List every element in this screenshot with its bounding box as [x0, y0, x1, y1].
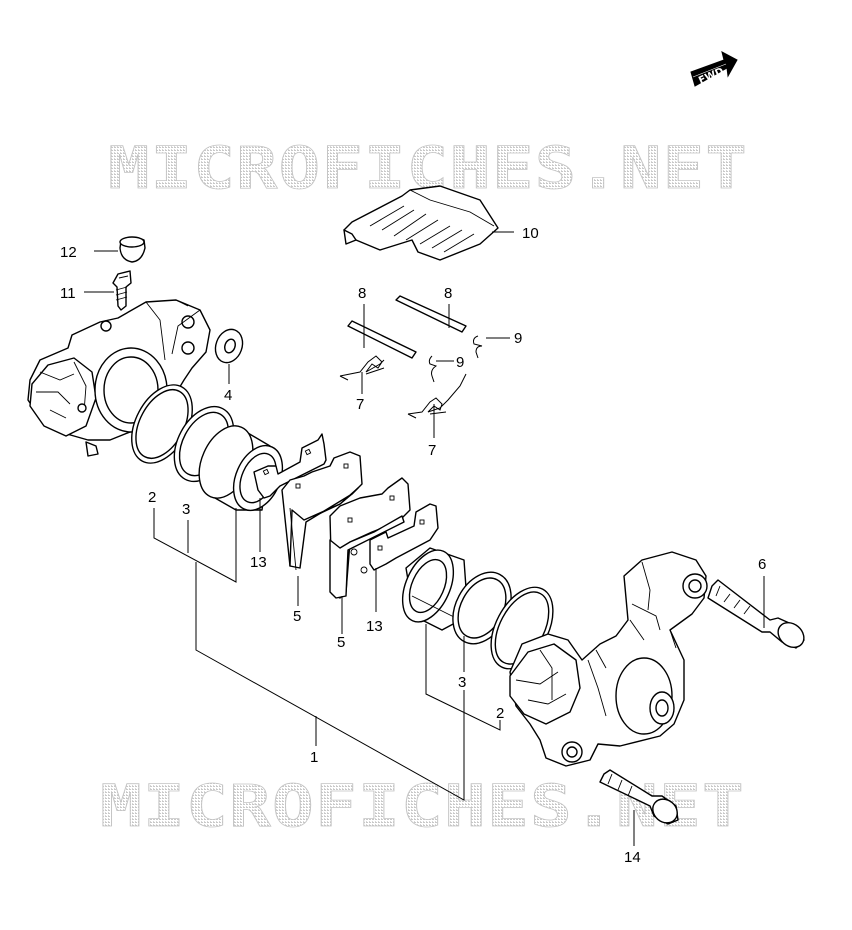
caliper-half-left [27, 299, 211, 457]
callout-12: 12 [60, 244, 77, 261]
callout-2-right: 2 [496, 705, 504, 722]
callout-labels: 12 11 4 8 8 9 9 7 7 10 2 3 13 5 5 13 3 2… [60, 225, 766, 866]
callout-4: 4 [224, 387, 232, 404]
bleeder-cap-part [119, 236, 146, 263]
pad-pin-upper-part [395, 295, 467, 333]
callout-8-right: 8 [444, 285, 452, 302]
callout-3-right: 3 [458, 674, 466, 691]
callout-2-left: 2 [148, 489, 156, 506]
pin-clip-upper-part [473, 335, 483, 359]
caliper-half-right [509, 551, 708, 767]
leader-lines [84, 231, 765, 846]
callout-10: 10 [522, 225, 539, 242]
pad-spring-right-part [407, 373, 467, 419]
callout-13-left: 13 [250, 554, 267, 571]
watermark-bottom: MICROFICHES.NET [100, 772, 745, 840]
bleeder-valve-part [112, 270, 132, 311]
callout-5-right: 5 [337, 634, 345, 651]
pad-shim-left-part [253, 433, 327, 499]
callout-11: 11 [60, 285, 76, 302]
watermark-top: MICROFICHES.NET [108, 134, 748, 202]
callout-14: 14 [624, 849, 641, 866]
forward-arrow-icon: FWD [690, 51, 738, 87]
callout-5-left: 5 [293, 608, 301, 625]
pad-cover-part [343, 185, 499, 261]
callout-13-right: 13 [366, 618, 383, 635]
callout-8-left: 8 [358, 285, 366, 302]
pad-pin-lower-part [347, 320, 417, 359]
mounting-bolt-part [707, 579, 805, 649]
bolt-part [599, 769, 679, 825]
piston-right-part [401, 547, 469, 631]
callout-7-right: 7 [428, 442, 436, 459]
pin-clip-lower-part [428, 355, 438, 383]
brake-pad-left-part [281, 451, 363, 571]
callout-6: 6 [758, 556, 766, 573]
callout-3-left: 3 [182, 501, 190, 518]
pad-spring-left-part [339, 355, 385, 381]
callout-1: 1 [310, 749, 318, 766]
callout-9-upper: 9 [514, 330, 522, 347]
washer-part [214, 328, 244, 364]
callout-9-lower: 9 [456, 354, 464, 371]
callout-7-left: 7 [356, 396, 364, 413]
brake-pad-right-part [329, 477, 411, 599]
